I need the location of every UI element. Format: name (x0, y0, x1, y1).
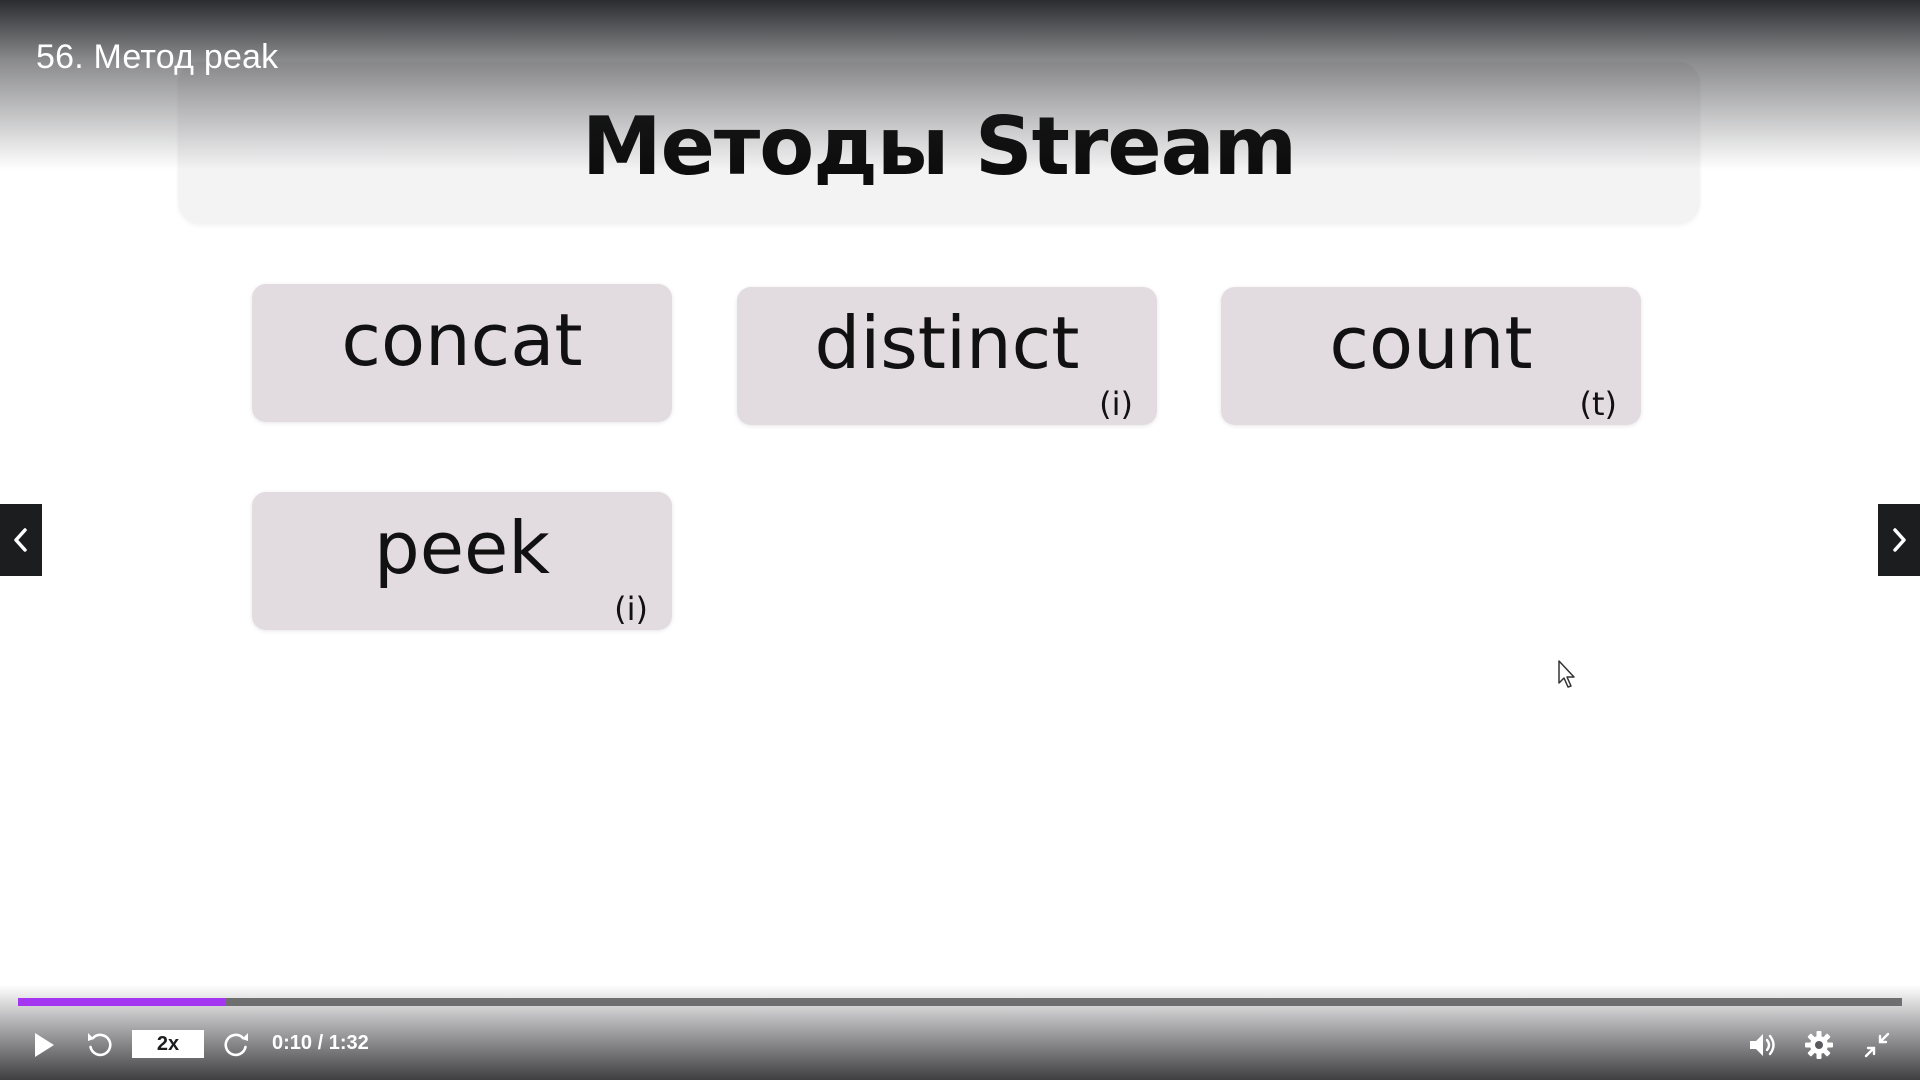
forward-button[interactable] (218, 1028, 254, 1062)
settings-button[interactable] (1800, 1028, 1838, 1062)
method-tag: (t) (1579, 385, 1617, 423)
chevron-left-icon (14, 528, 27, 552)
method-name: peek (374, 506, 550, 590)
time-readout: 0:10 / 1:32 (272, 1032, 369, 1054)
method-tag: (i) (614, 590, 648, 628)
progress-bar[interactable] (18, 998, 1902, 1006)
slide-heading: Методы Stream (582, 100, 1297, 193)
player-controls: 2x 0:10 / 1:32 (0, 1020, 1920, 1070)
method-card-distinct: distinct (i) (737, 287, 1157, 425)
chevron-right-icon (1893, 528, 1906, 552)
playback-speed-button[interactable]: 2x (132, 1030, 204, 1058)
method-name: concat (341, 298, 583, 382)
mouse-cursor-icon (1558, 660, 1575, 688)
volume-button[interactable] (1744, 1028, 1782, 1062)
progress-fill (18, 998, 226, 1006)
volume-icon (1750, 1034, 1775, 1056)
method-name: count (1329, 301, 1533, 385)
rewind-button[interactable] (82, 1028, 118, 1062)
gear-icon (1805, 1031, 1833, 1059)
play-icon (35, 1033, 54, 1057)
rewind-icon (88, 1033, 112, 1057)
video-title: 56. Метод peak (36, 38, 279, 76)
exit-fullscreen-icon (1864, 1032, 1890, 1058)
method-card-count: count (t) (1221, 287, 1641, 425)
forward-icon (224, 1033, 248, 1057)
previous-lecture-button[interactable] (0, 504, 42, 576)
method-card-peek: peek (i) (252, 492, 672, 630)
method-card-concat: concat (252, 284, 672, 422)
play-button[interactable] (26, 1028, 62, 1062)
method-name: distinct (814, 301, 1080, 385)
method-tag: (i) (1099, 385, 1133, 423)
exit-fullscreen-button[interactable] (1858, 1028, 1896, 1062)
next-lecture-button[interactable] (1878, 504, 1920, 576)
